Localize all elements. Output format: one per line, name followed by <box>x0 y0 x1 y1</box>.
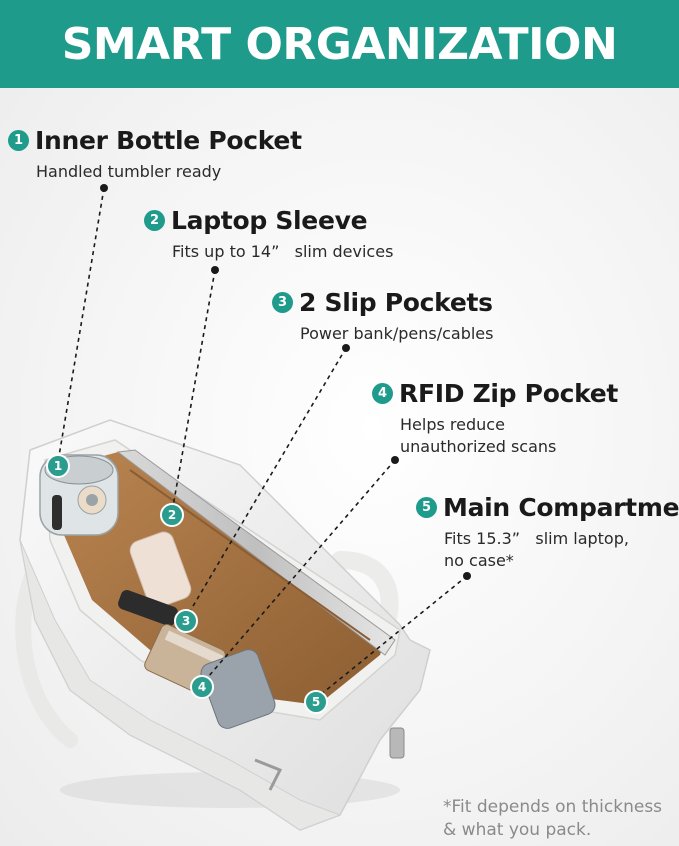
callout-number: 4 <box>372 383 393 404</box>
callout-number: 1 <box>8 130 29 151</box>
callout-description: Helps reduce unauthorized scans <box>400 414 618 458</box>
callout-inner-bottle-pocket: 1 Inner Bottle Pocket Handled tumbler re… <box>8 126 302 183</box>
callout-number: 2 <box>144 210 165 231</box>
power-bank <box>118 590 178 626</box>
bag-lining <box>60 452 385 705</box>
callout-description: Power bank/pens/cables <box>300 324 494 343</box>
page-title: SMART ORGANIZATION <box>61 18 618 70</box>
callout-description: Handled tumbler ready <box>36 162 222 181</box>
callout-description: Fits 15.3” slim laptop, no case* <box>444 528 679 572</box>
pink-case <box>129 531 192 609</box>
svg-text:2: 2 <box>168 508 176 522</box>
callout-main-compartment: 5 Main Compartment Fits 15.3” slim lapto… <box>416 493 679 572</box>
svg-text:1: 1 <box>54 459 62 473</box>
leader-lines <box>57 187 468 701</box>
marker-4: 4 <box>190 675 214 699</box>
callout-number: 3 <box>272 292 293 313</box>
phone <box>200 649 276 729</box>
marker-1: 1 <box>46 454 70 478</box>
callout-slip-pockets: 3 2 Slip Pockets Power bank/pens/cables <box>272 288 493 345</box>
marker-3: 3 <box>174 609 198 633</box>
callout-description-line: Fits 15.3” slim laptop, <box>444 529 629 548</box>
sleeve-seam <box>129 469 371 641</box>
footnote-line: *Fit depends on thickness <box>443 797 663 817</box>
callout-laptop-sleeve: 2 Laptop Sleeve Fits up to 14” slim devi… <box>144 206 393 263</box>
zipper-pull <box>389 727 405 759</box>
svg-text:3: 3 <box>182 614 190 628</box>
callout-number: 5 <box>416 497 437 518</box>
callout-rfid-zip-pocket: 4 RFID Zip Pocket Helps reduce unauthori… <box>372 379 618 458</box>
marker-5: 5 <box>304 690 328 714</box>
header-banner: SMART ORGANIZATION <box>0 0 679 88</box>
callout-description-line: unauthorized scans <box>400 437 557 456</box>
footnote: *Fit depends on thickness & what you pac… <box>443 796 662 842</box>
footnote-line: & what you pack. <box>443 820 592 840</box>
callout-title: 2 Slip Pockets <box>299 288 493 317</box>
marker-2: 2 <box>160 503 184 527</box>
svg-text:5: 5 <box>312 695 320 709</box>
callout-description-line: Helps reduce <box>400 415 505 434</box>
leader-dots <box>100 184 471 580</box>
svg-text:4: 4 <box>198 680 206 694</box>
bag-front-panel <box>19 539 342 831</box>
callout-description: Fits up to 14” slim devices <box>172 242 394 261</box>
callout-title: Laptop Sleeve <box>171 206 368 235</box>
callout-title: RFID Zip Pocket <box>399 379 619 408</box>
bag-strap-clip <box>254 758 283 791</box>
callout-title: Inner Bottle Pocket <box>35 126 302 155</box>
callout-description-line: no case* <box>444 551 514 570</box>
callout-title: Main Compartment <box>443 493 679 522</box>
